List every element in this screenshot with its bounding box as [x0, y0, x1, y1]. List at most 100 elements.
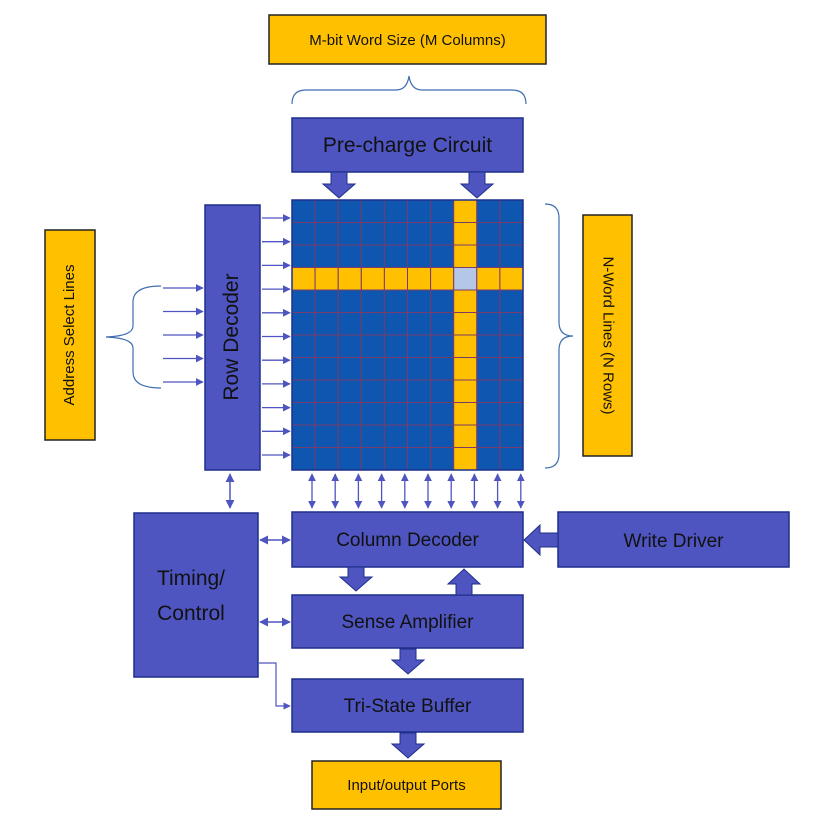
write-driver-text: Write Driver	[624, 531, 725, 552]
memory-cell	[476, 289, 501, 313]
memory-cell	[407, 289, 432, 313]
address-select-label-text: Address Select Lines	[61, 265, 78, 406]
memory-cell	[314, 424, 339, 448]
selected-row-cell	[383, 267, 408, 291]
selected-row-cell	[430, 267, 455, 291]
tristate-buffer-block: Tri-State Buffer	[291, 678, 524, 733]
word-lines-label-text: N-Word Lines (N Rows)	[600, 256, 617, 414]
selected-row-cell	[360, 267, 385, 291]
selected-column-cell	[453, 199, 478, 223]
memory-cell	[291, 379, 316, 403]
row-decoder-text: Row Decoder	[220, 273, 243, 400]
memory-cell	[407, 379, 432, 403]
word-size-label: M-bit Word Size (M Columns)	[268, 14, 547, 65]
row-decoder-block: Row Decoder	[204, 204, 261, 471]
memory-cell	[314, 312, 339, 336]
sense-to-decoder-arrow	[446, 568, 482, 596]
memory-cell	[291, 357, 316, 381]
memory-cell	[499, 289, 524, 313]
memory-cell	[499, 334, 524, 358]
memory-cell	[291, 312, 316, 336]
memory-cell	[407, 312, 432, 336]
memory-cell	[383, 334, 408, 358]
selected-row-cell	[337, 267, 362, 291]
word-size-brace	[291, 75, 527, 105]
memory-cell	[430, 379, 455, 403]
memory-cell	[383, 222, 408, 246]
memory-cell	[476, 447, 501, 471]
memory-cell	[337, 334, 362, 358]
memory-cell	[476, 424, 501, 448]
memory-cell	[360, 222, 385, 246]
memory-cell	[337, 289, 362, 313]
memory-cell	[383, 244, 408, 268]
selected-column-cell	[453, 244, 478, 268]
memory-cell	[499, 244, 524, 268]
selected-column-cell	[453, 289, 478, 313]
selected-column-cell	[453, 379, 478, 403]
memory-cell	[291, 244, 316, 268]
memory-cell	[360, 447, 385, 471]
memory-cell	[291, 222, 316, 246]
memory-cell	[407, 402, 432, 426]
memory-cell	[499, 402, 524, 426]
memory-cell	[407, 357, 432, 381]
selected-column-cell	[453, 424, 478, 448]
memory-cell	[360, 289, 385, 313]
selected-column-cell	[453, 402, 478, 426]
memory-cell	[291, 424, 316, 448]
memory-cell	[314, 379, 339, 403]
word-size-label-text: M-bit Word Size (M Columns)	[309, 32, 505, 49]
memory-cell	[407, 424, 432, 448]
memory-cell	[314, 244, 339, 268]
memory-cell	[383, 312, 408, 336]
memory-cell	[360, 244, 385, 268]
memory-cell	[291, 289, 316, 313]
memory-cell	[337, 244, 362, 268]
memory-cell	[499, 199, 524, 223]
selected-row-cell	[499, 267, 524, 291]
memory-cell	[337, 357, 362, 381]
memory-cell	[499, 379, 524, 403]
tristate-buffer-text: Tri-State Buffer	[344, 696, 472, 717]
memory-cell	[360, 199, 385, 223]
memory-cell	[383, 424, 408, 448]
io-ports-label-text: Input/output Ports	[347, 777, 465, 794]
memory-cell	[383, 357, 408, 381]
memory-cell	[291, 402, 316, 426]
decoder-to-sense-arrow	[338, 566, 374, 592]
memory-cell	[430, 244, 455, 268]
memory-cell	[476, 199, 501, 223]
precharge-arrow-left	[321, 171, 357, 199]
selected-row-cell	[291, 267, 316, 291]
memory-cell	[430, 447, 455, 471]
memory-cell	[291, 199, 316, 223]
timing-buffer-arrow	[259, 662, 291, 710]
memory-cell	[337, 199, 362, 223]
memory-cell	[476, 312, 501, 336]
selected-row-cell	[407, 267, 432, 291]
memory-cell	[430, 402, 455, 426]
selected-memory-cell	[453, 267, 478, 291]
memory-cell	[430, 289, 455, 313]
precharge-circuit-block: Pre-charge Circuit	[291, 117, 524, 173]
memory-cell-array	[291, 199, 524, 471]
selected-column-cell	[453, 334, 478, 358]
memory-cell	[360, 424, 385, 448]
memory-cell	[430, 222, 455, 246]
memory-cell	[476, 357, 501, 381]
memory-cell	[337, 312, 362, 336]
memory-cell	[430, 424, 455, 448]
bitline-arrows	[308, 473, 525, 509]
memory-cell	[337, 379, 362, 403]
memory-cell	[407, 199, 432, 223]
word-lines-brace	[544, 203, 574, 469]
memory-cell	[337, 402, 362, 426]
memory-cell	[499, 312, 524, 336]
memory-cell	[360, 357, 385, 381]
memory-cell	[407, 244, 432, 268]
timing-control-text-line1: Timing/	[157, 567, 225, 590]
memory-cell	[383, 379, 408, 403]
memory-cell	[291, 447, 316, 471]
memory-cell	[314, 199, 339, 223]
